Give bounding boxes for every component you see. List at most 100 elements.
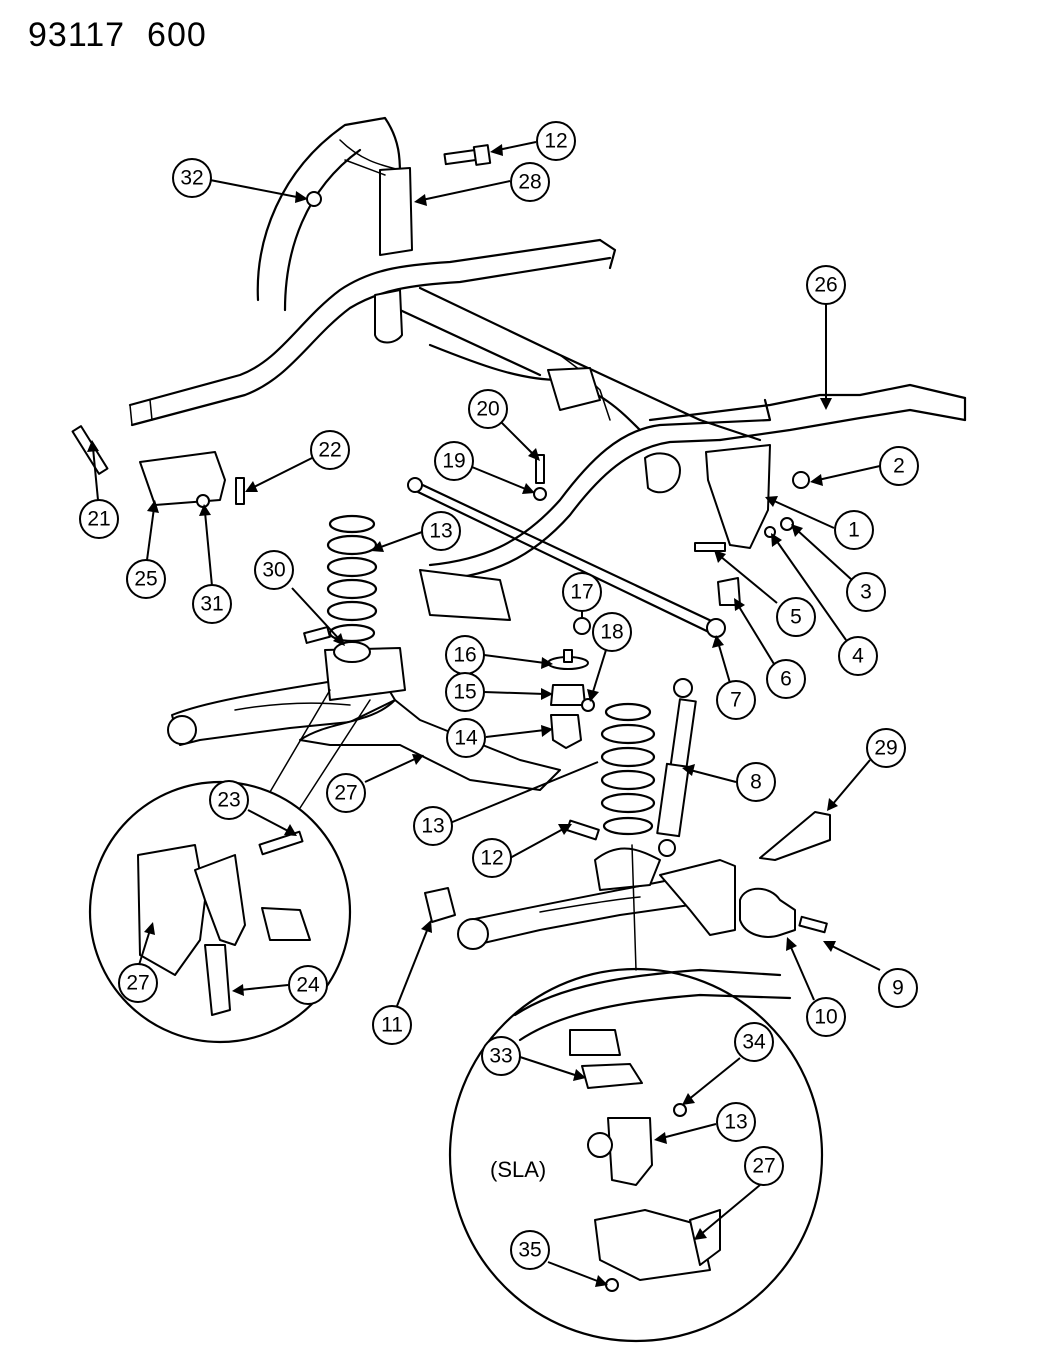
diagram-page: 600 bbox=[147, 16, 207, 54]
coil-spring-lower bbox=[600, 702, 656, 836]
callout-22: 22 bbox=[310, 430, 350, 470]
bolt-top bbox=[443, 144, 492, 166]
callout-31: 31 bbox=[192, 584, 232, 624]
detail-circle-left bbox=[88, 689, 371, 1044]
callout-19: 19 bbox=[434, 441, 474, 481]
svg-text:24: 24 bbox=[296, 974, 320, 997]
svg-text:33: 33 bbox=[489, 1045, 512, 1068]
jounce-bumper-stack bbox=[547, 617, 595, 749]
callout-9: 9 bbox=[878, 968, 918, 1008]
callout-3: 3 bbox=[846, 572, 886, 612]
shock-absorber bbox=[656, 678, 697, 857]
svg-text:25: 25 bbox=[134, 568, 157, 591]
svg-text:32: 32 bbox=[180, 167, 203, 190]
svg-text:2: 2 bbox=[893, 455, 905, 478]
leader-lines bbox=[87, 141, 881, 1287]
frame bbox=[128, 238, 967, 621]
svg-text:34: 34 bbox=[742, 1031, 766, 1054]
callout-6: 6 bbox=[766, 659, 806, 699]
svg-text:26: 26 bbox=[814, 274, 837, 297]
control-arm-upper-left bbox=[167, 626, 561, 791]
svg-text:1: 1 bbox=[848, 519, 860, 542]
bushing-11-shape bbox=[424, 887, 456, 923]
track-bar bbox=[407, 477, 726, 638]
callout-35: 35 bbox=[510, 1230, 550, 1270]
callout-5: 5 bbox=[776, 597, 816, 637]
svg-text:6: 6 bbox=[780, 668, 792, 691]
svg-text:10: 10 bbox=[814, 1006, 837, 1029]
nut-19-shape bbox=[533, 487, 547, 501]
svg-text:4: 4 bbox=[852, 645, 864, 668]
svg-text:17: 17 bbox=[570, 581, 593, 604]
callout-11: 11 bbox=[372, 1005, 412, 1045]
callout-16: 16 bbox=[445, 635, 485, 675]
svg-text:22: 22 bbox=[318, 439, 341, 462]
svg-text:23: 23 bbox=[217, 789, 240, 812]
svg-text:31: 31 bbox=[200, 593, 223, 616]
callout-24: 24 bbox=[288, 965, 328, 1005]
svg-text:35: 35 bbox=[518, 1239, 541, 1262]
svg-text:8: 8 bbox=[750, 771, 762, 794]
bracket-1-shape bbox=[705, 444, 771, 549]
svg-text:3: 3 bbox=[860, 581, 872, 604]
callout-7: 7 bbox=[716, 680, 756, 720]
svg-text:27: 27 bbox=[126, 972, 149, 995]
callout-10: 10 bbox=[806, 997, 846, 1037]
callout-1: 1 bbox=[834, 510, 874, 550]
callout-25: 25 bbox=[126, 559, 166, 599]
callout-27: 27 bbox=[744, 1146, 784, 1186]
diagram-header: 93117 600 bbox=[28, 16, 229, 55]
svg-text:11: 11 bbox=[381, 1014, 403, 1037]
callout-8: 8 bbox=[736, 762, 776, 802]
callout-27: 27 bbox=[326, 773, 366, 813]
svg-text:20: 20 bbox=[476, 398, 499, 421]
callout-13: 13 bbox=[421, 511, 461, 551]
bolt-20-shape bbox=[535, 454, 545, 484]
shield-29-shape bbox=[759, 811, 831, 861]
nut-32-shape bbox=[306, 191, 322, 207]
svg-text:5: 5 bbox=[790, 606, 802, 629]
svg-text:21: 21 bbox=[87, 508, 110, 531]
callout-2: 2 bbox=[879, 446, 919, 486]
svg-text:27: 27 bbox=[752, 1155, 775, 1178]
detail-circle-sla bbox=[448, 844, 824, 1343]
nut-31-shape bbox=[196, 494, 210, 508]
svg-text:16: 16 bbox=[453, 644, 476, 667]
svg-text:19: 19 bbox=[442, 450, 465, 473]
coil-spring-upper bbox=[326, 514, 378, 643]
callout-27: 27 bbox=[118, 963, 158, 1003]
callout-33: 33 bbox=[481, 1036, 521, 1076]
callout-21: 21 bbox=[79, 499, 119, 539]
svg-text:13: 13 bbox=[724, 1111, 747, 1134]
bolt-22-shape bbox=[235, 477, 245, 505]
control-arm-lower-right bbox=[457, 847, 736, 950]
mount-bracket-25-shape bbox=[139, 451, 226, 506]
callout-4: 4 bbox=[838, 636, 878, 676]
callout-13: 13 bbox=[716, 1102, 756, 1142]
svg-text:12: 12 bbox=[480, 847, 503, 870]
callout-20: 20 bbox=[468, 389, 508, 429]
callout-18: 18 bbox=[592, 612, 632, 652]
svg-text:18: 18 bbox=[600, 621, 623, 644]
sla-label: (SLA) bbox=[490, 1157, 546, 1182]
callout-29: 29 bbox=[866, 728, 906, 768]
svg-text:27: 27 bbox=[334, 782, 357, 805]
bolt-9-shape bbox=[798, 915, 828, 934]
callout-34: 34 bbox=[734, 1022, 774, 1062]
svg-text:13: 13 bbox=[421, 815, 444, 838]
svg-text:9: 9 bbox=[892, 977, 904, 1000]
callout-12: 12 bbox=[536, 121, 576, 161]
svg-text:12: 12 bbox=[544, 130, 567, 153]
callout-30: 30 bbox=[254, 550, 294, 590]
callout-23: 23 bbox=[209, 780, 249, 820]
svg-text:29: 29 bbox=[874, 737, 897, 760]
svg-text:13: 13 bbox=[429, 520, 452, 543]
wheel-housing bbox=[256, 116, 413, 312]
diagram-code: 93117 bbox=[28, 16, 126, 54]
callout-26: 26 bbox=[806, 265, 846, 305]
svg-text:14: 14 bbox=[454, 727, 478, 750]
callout-28: 28 bbox=[510, 162, 550, 202]
callout-14: 14 bbox=[446, 718, 486, 758]
svg-text:30: 30 bbox=[262, 559, 285, 582]
